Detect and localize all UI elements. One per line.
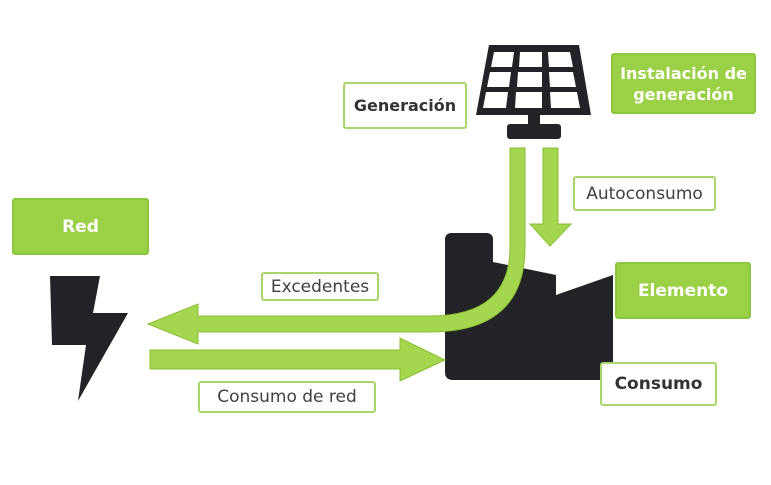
- instalacion-label: Instalación de generación: [611, 53, 756, 114]
- autoconsumo-arrow: [528, 147, 573, 247]
- elemento-label: Elemento: [615, 262, 751, 319]
- lightning-bolt-icon: [50, 276, 128, 401]
- consumo-red-label: Consumo de red: [198, 381, 376, 413]
- red-label: Red: [12, 198, 149, 255]
- solar-panel-icon: [476, 45, 591, 139]
- excedentes-arrow: [146, 147, 526, 345]
- excedentes-label: Excedentes: [261, 272, 379, 301]
- factory-icon: [445, 233, 613, 380]
- autoconsumo-label: Autoconsumo: [573, 176, 716, 211]
- consumo-red-arrow: [149, 337, 447, 382]
- consumo-label: Consumo: [600, 362, 717, 406]
- generacion-label: Generación: [343, 82, 467, 129]
